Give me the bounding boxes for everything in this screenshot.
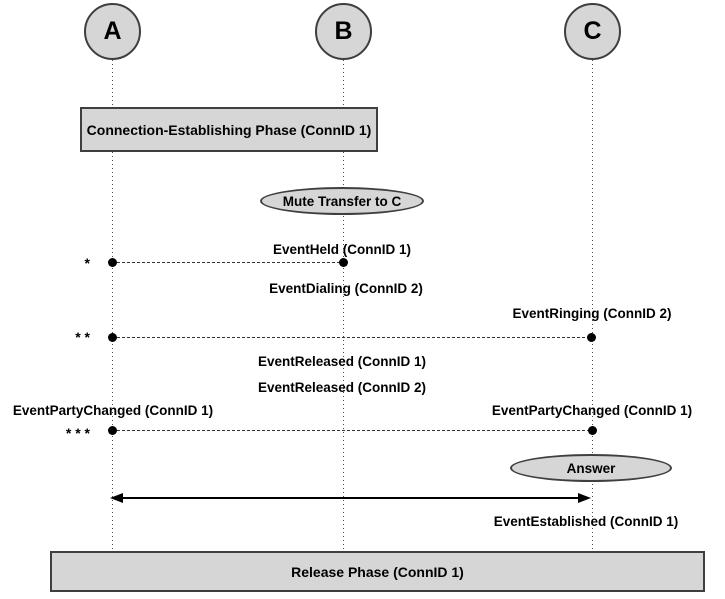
- endpoint-dot-held-b: [339, 258, 348, 267]
- step-marker-1: *: [84, 255, 90, 271]
- endpoint-dot-party-changed-a: [108, 426, 117, 435]
- action-ellipse-answer-label: Answer: [566, 460, 616, 476]
- message-line-party-changed: [112, 430, 592, 431]
- action-ellipse-answer: Answer: [510, 454, 672, 482]
- message-line-ringing: [112, 337, 591, 338]
- endpoint-dot-ringing-a: [108, 333, 117, 342]
- event-label-dialing: EventDialing (ConnID 2): [269, 281, 423, 296]
- lifeline-b: [343, 60, 344, 551]
- phase-box-connection-establishing-label: Connection-Establishing Phase (ConnID 1): [86, 121, 372, 138]
- party-circle-b: B: [315, 3, 372, 60]
- party-circle-c: C: [564, 3, 621, 60]
- endpoint-dot-held-a: [108, 258, 117, 267]
- endpoint-dot-ringing-c: [587, 333, 596, 342]
- phase-box-release-label: Release Phase (ConnID 1): [291, 563, 464, 580]
- lifeline-a: [112, 60, 113, 551]
- event-label-party-changed-a: EventPartyChanged (ConnID 1): [12, 403, 214, 418]
- party-circle-a: A: [84, 3, 141, 60]
- event-label-party-changed-c: EventPartyChanged (ConnID 1): [491, 403, 693, 418]
- phase-box-connection-establishing: Connection-Establishing Phase (ConnID 1): [80, 107, 378, 152]
- party-label-b: B: [334, 17, 353, 45]
- endpoint-dot-party-changed-c: [588, 426, 597, 435]
- event-label-established: EventEstablished (ConnID 1): [493, 514, 679, 529]
- message-line-held: [112, 262, 343, 263]
- phase-box-release: Release Phase (ConnID 1): [50, 551, 705, 592]
- step-marker-3: * * *: [65, 425, 90, 441]
- established-arrow-line: [120, 497, 582, 499]
- lifeline-c: [592, 60, 593, 551]
- arrowhead-right-icon: [578, 493, 591, 503]
- action-ellipse-mute-transfer: Mute Transfer to C: [260, 187, 424, 215]
- party-label-c: C: [583, 17, 602, 45]
- event-label-held: EventHeld (ConnID 1): [272, 242, 411, 257]
- arrowhead-left-icon: [110, 493, 123, 503]
- step-marker-2: * *: [75, 329, 90, 345]
- event-label-released-1: EventReleased (ConnID 1): [257, 354, 427, 369]
- event-label-ringing: EventRinging (ConnID 2): [512, 306, 672, 321]
- event-label-released-2: EventReleased (ConnID 2): [257, 380, 427, 395]
- party-label-a: A: [103, 17, 122, 45]
- action-ellipse-mute-transfer-label: Mute Transfer to C: [282, 193, 402, 209]
